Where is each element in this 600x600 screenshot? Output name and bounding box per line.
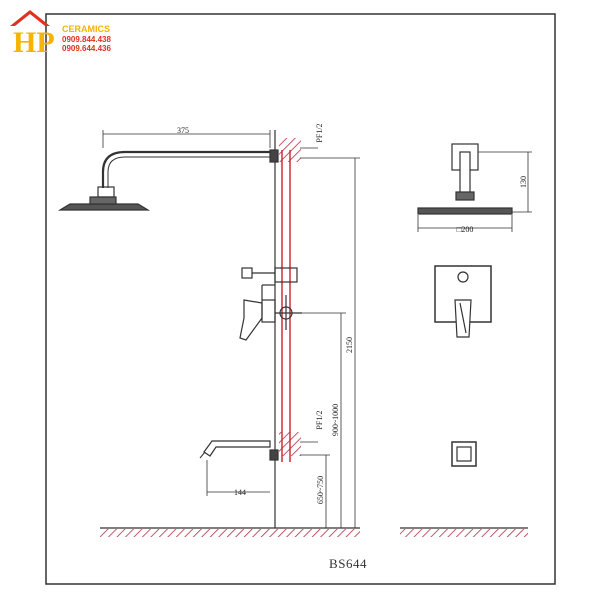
page-frame — [45, 13, 556, 585]
logo-phone-2: 0909.644.436 — [62, 44, 111, 53]
spout-height-label: 650~750 — [316, 476, 325, 504]
shower-head-side — [57, 203, 151, 211]
shower-arm — [101, 150, 270, 188]
wall-hatch-top — [279, 138, 301, 162]
logo-brand-text: CERAMICS — [62, 24, 110, 34]
arm-joint — [97, 186, 115, 198]
spout-outlet-front — [451, 441, 477, 467]
brand-logo: HP CERAMICS 0909.844.438 0909.644.436 — [10, 10, 111, 59]
logo-mark: HP — [13, 26, 55, 59]
wall-hatch-bottom — [279, 432, 301, 456]
inlet-top-label: PF1/2 — [315, 123, 324, 142]
diverter-knob-front — [457, 271, 469, 283]
arm-length-label: 375 — [177, 126, 189, 135]
shower-head-front — [417, 207, 513, 215]
floor-hatch-left — [100, 529, 360, 537]
front-view — [400, 143, 532, 537]
inlet-bottom-label: PF1/2 — [315, 410, 324, 429]
bottom-wall-connector — [269, 449, 279, 461]
floor-hatch-right — [400, 529, 528, 537]
side-view — [57, 130, 360, 537]
head-width-label: □200 — [457, 225, 474, 234]
logo-phone-1: 0909.844.438 — [62, 35, 111, 44]
bath-spout — [203, 440, 271, 457]
model-number: BS644 — [329, 556, 367, 571]
spout-length-label: 144 — [234, 488, 246, 497]
top-wall-connector — [269, 149, 279, 163]
mixer-height-label: 900~1000 — [331, 404, 340, 436]
head-height-label: 130 — [519, 176, 528, 188]
house-roof-icon — [10, 10, 50, 26]
mixer-lever — [239, 299, 263, 341]
diverter-body — [274, 267, 298, 283]
total-height-label: 2150 — [345, 337, 354, 353]
